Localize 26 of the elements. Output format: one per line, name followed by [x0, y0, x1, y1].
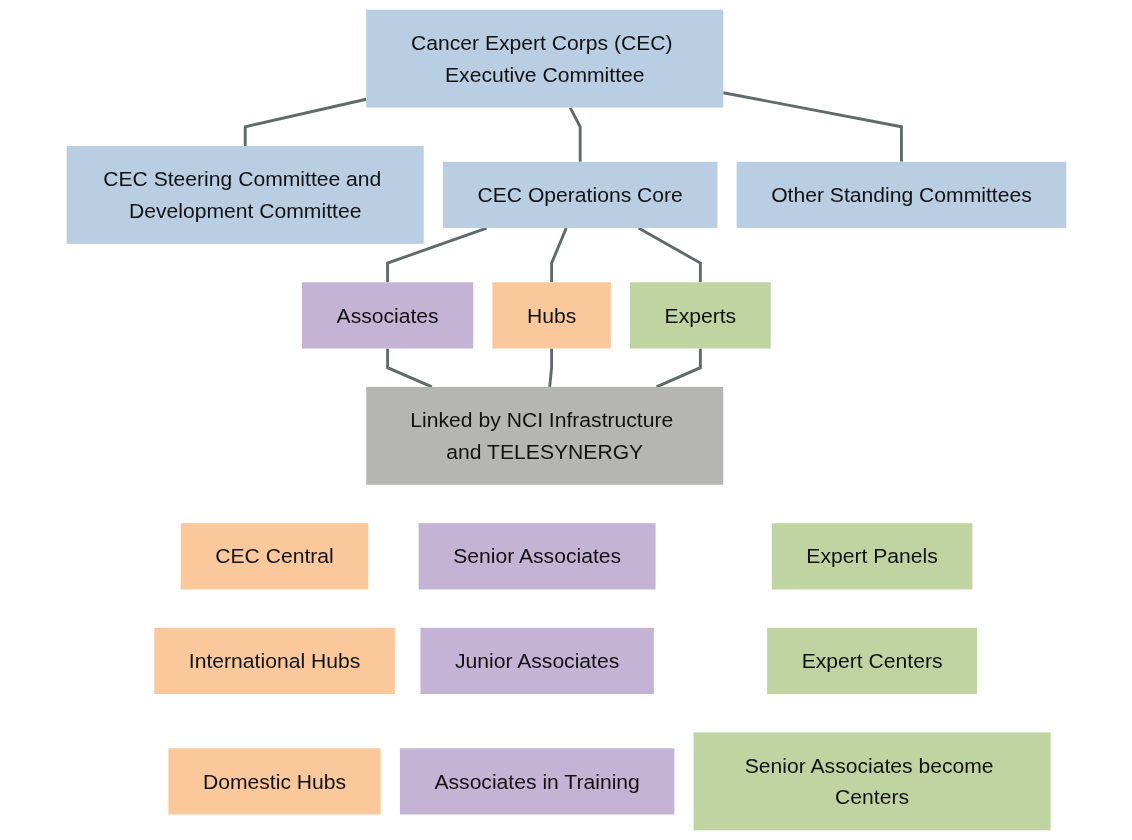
node-box: Expert Centers	[766, 627, 977, 695]
node-box: International Hubs	[153, 627, 395, 695]
node-box: Junior Associates	[419, 627, 654, 695]
connector	[549, 227, 568, 283]
connector	[547, 348, 553, 388]
node-box: Senior Associates	[418, 523, 656, 590]
connector	[385, 348, 432, 389]
connector	[385, 226, 487, 283]
node-box: Associates in Training	[399, 748, 674, 815]
node-box: Linked by NCI Infrastructure and TELESYNERGY	[365, 386, 723, 485]
node-box: Cancer Expert Corps (CEC) Executive Committee	[365, 9, 723, 108]
node-box: Senior Associates become Centers	[693, 732, 1051, 831]
connector	[637, 226, 702, 283]
node-box: Associates	[301, 282, 473, 349]
connector	[722, 91, 903, 162]
node-box: CEC Steering Committee and Development Committee	[66, 145, 424, 244]
node-box: Experts	[629, 282, 771, 349]
connector	[568, 106, 582, 162]
connector	[243, 97, 367, 146]
node-box: Other Standing Committees	[736, 161, 1066, 229]
node-box: Hubs	[491, 282, 611, 349]
connector	[655, 348, 702, 389]
node-box: Domestic Hubs	[167, 748, 381, 815]
node-box: CEC Central	[180, 523, 368, 590]
node-box: Expert Panels	[771, 523, 972, 590]
node-box: CEC Operations Core	[442, 161, 717, 229]
